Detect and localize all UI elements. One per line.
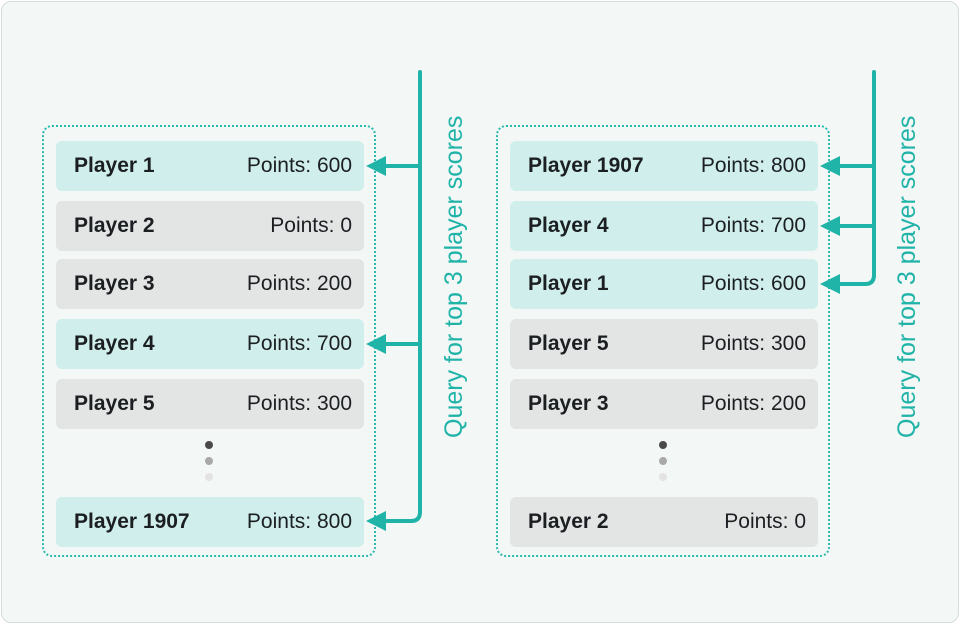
- player-row: Player 1 Points: 600: [510, 259, 818, 309]
- arrow-head-icon: [366, 334, 386, 354]
- sorted-player-list: [496, 125, 830, 557]
- player-row: Player 3 Points: 200: [510, 379, 818, 429]
- player-name: Player 1907: [74, 510, 190, 533]
- arrow-head-icon: [820, 274, 840, 294]
- player-name: Player 3: [528, 392, 609, 415]
- player-row: Player 4 Points: 700: [56, 319, 364, 369]
- player-points: Points: 700: [246, 332, 352, 355]
- arrow-head-icon: [820, 216, 840, 236]
- player-name: Player 2: [74, 214, 155, 237]
- arrow-head-icon: [366, 511, 386, 531]
- player-row: Player 1907 Points: 800: [510, 141, 818, 191]
- right-query-line: [835, 70, 876, 286]
- player-points: Points: 300: [700, 332, 806, 355]
- player-points: Points: 800: [700, 154, 806, 177]
- player-row: Player 4 Points: 700: [510, 201, 818, 251]
- player-points: Points: 800: [246, 510, 352, 533]
- arrow-head-icon: [820, 156, 840, 176]
- player-name: Player 2: [528, 510, 609, 533]
- player-points: Points: 300: [246, 392, 352, 415]
- left-query-line: [381, 70, 422, 523]
- player-points: Points: 0: [270, 214, 352, 237]
- player-name: Player 1: [74, 154, 155, 177]
- player-name: Player 4: [528, 214, 609, 237]
- player-row: Player 2 Points: 0: [56, 201, 364, 251]
- query-label-left: Query for top 3 player scores: [440, 115, 468, 438]
- player-points: Points: 200: [246, 272, 352, 295]
- arrow-head-icon: [366, 156, 386, 176]
- player-row: Player 1 Points: 600: [56, 141, 364, 191]
- player-row: Player 5 Points: 300: [56, 379, 364, 429]
- player-points: Points: 0: [724, 510, 806, 533]
- player-row: Player 2 Points: 0: [510, 497, 818, 547]
- player-name: Player 5: [74, 392, 155, 415]
- player-name: Player 4: [74, 332, 155, 355]
- player-points: Points: 600: [700, 272, 806, 295]
- player-row: Player 5 Points: 300: [510, 319, 818, 369]
- query-label-right: Query for top 3 player scores: [893, 115, 921, 438]
- player-name: Player 5: [528, 332, 609, 355]
- player-points: Points: 200: [700, 392, 806, 415]
- player-points: Points: 700: [700, 214, 806, 237]
- player-row: Player 1907 Points: 800: [56, 497, 364, 547]
- player-name: Player 3: [74, 272, 155, 295]
- player-name: Player 1907: [528, 154, 644, 177]
- player-points: Points: 600: [246, 154, 352, 177]
- player-name: Player 1: [528, 272, 609, 295]
- player-row: Player 3 Points: 200: [56, 259, 364, 309]
